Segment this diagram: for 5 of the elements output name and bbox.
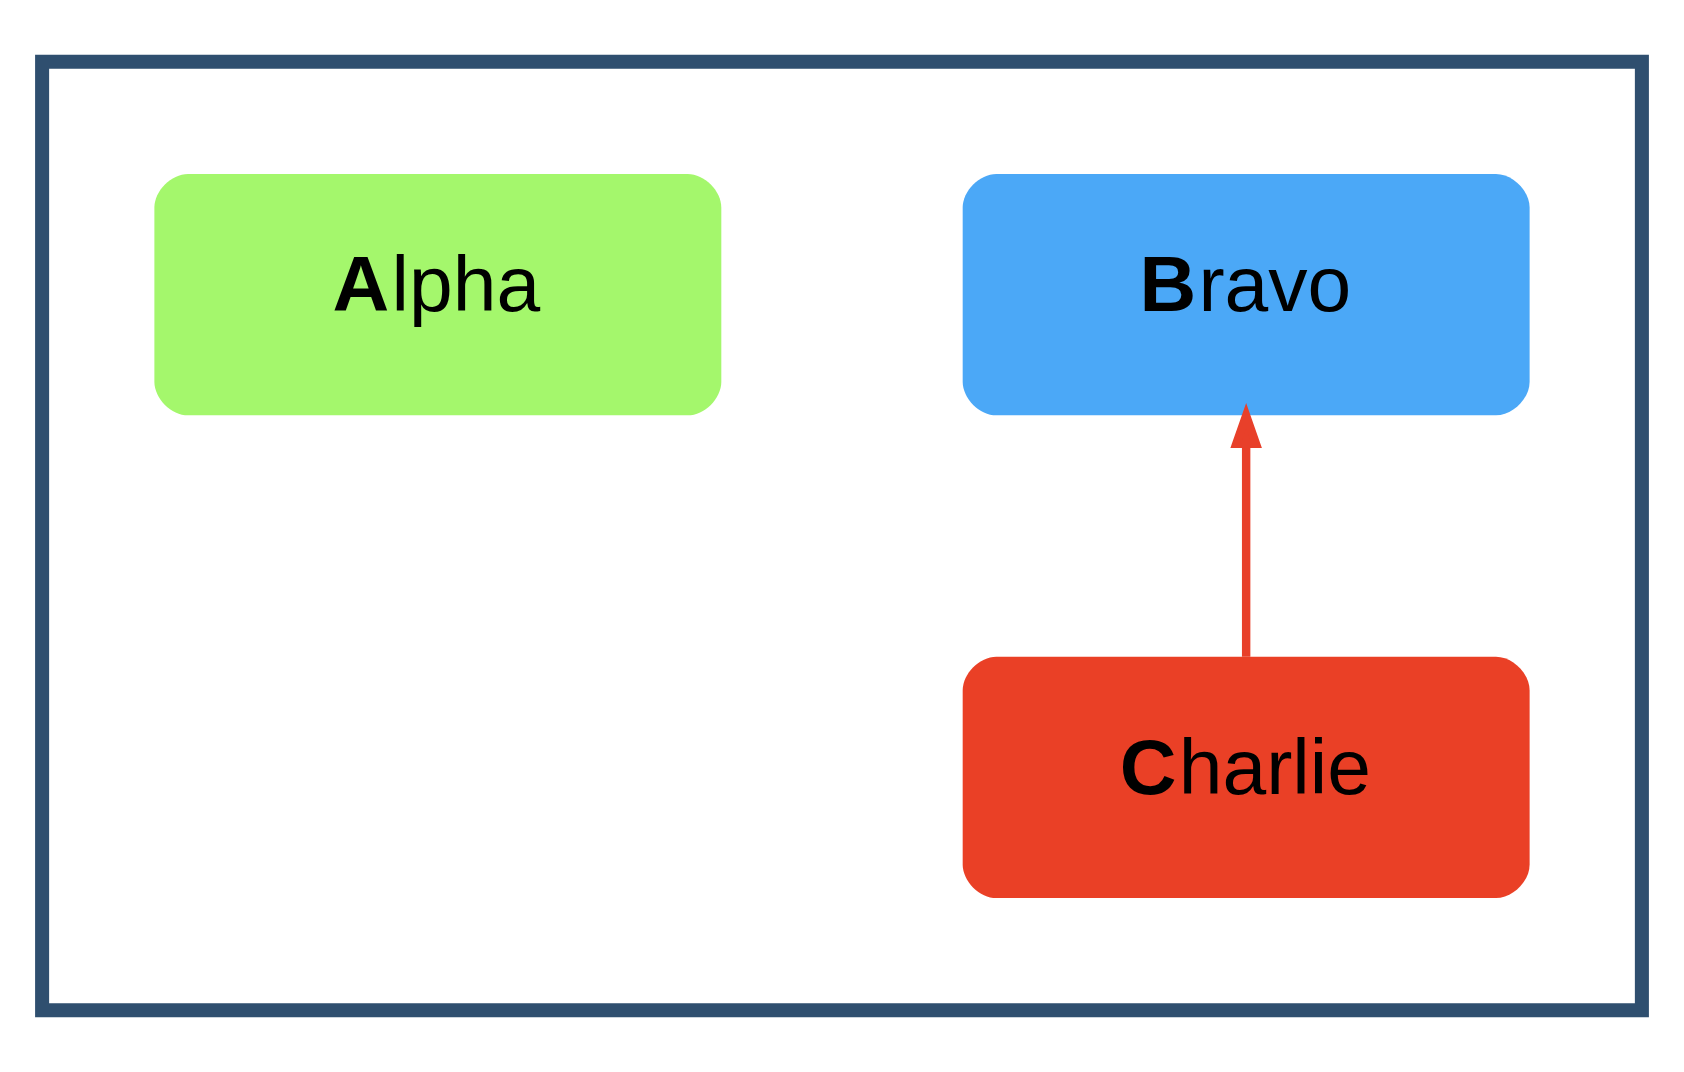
cluster <box>35 54 1649 1018</box>
node-box: Alpha <box>154 173 722 416</box>
arrow <box>1230 402 1262 657</box>
node-box: Bravo <box>962 173 1530 416</box>
node-box: Charlie <box>962 656 1530 899</box>
